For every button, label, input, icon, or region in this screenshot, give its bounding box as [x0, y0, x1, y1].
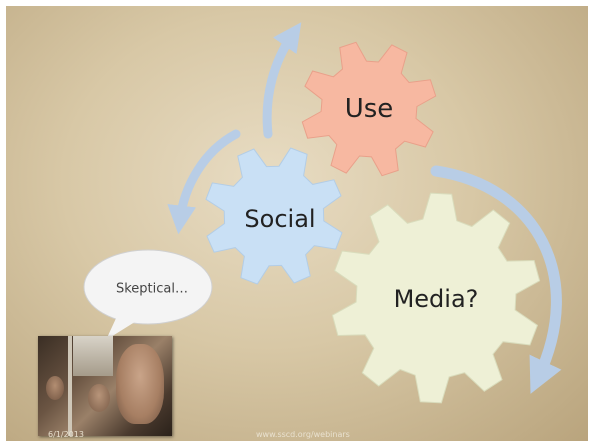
- speech-bubble-text: Skeptical…: [115, 281, 189, 297]
- gear-label-use: Use: [344, 94, 394, 124]
- gear-media: [331, 192, 541, 404]
- speech-bubble: [83, 249, 213, 325]
- diagram-graphics: [83, 22, 562, 404]
- photo-person-right: [116, 344, 164, 424]
- arrow-down-to-bubble: [167, 129, 241, 235]
- group-photo: [38, 336, 172, 436]
- arrow-right-down: [430, 165, 562, 394]
- speech-bubble-tail: [106, 314, 138, 340]
- gear-use: [301, 41, 437, 177]
- gear-label-media: Media?: [393, 285, 479, 313]
- slide: Use Social Media? Skeptical… 6/1/2013 ww…: [6, 6, 588, 441]
- photo-person-left: [46, 376, 64, 400]
- photo-person-middle: [88, 384, 110, 412]
- gear-label-social: Social: [244, 205, 316, 233]
- footer-url: www.sscd.org/webinars: [256, 430, 350, 439]
- photo-pole: [68, 336, 72, 436]
- gear-social: [205, 147, 343, 285]
- footer-date: 6/1/2013: [48, 430, 84, 439]
- photo-background: [73, 336, 113, 376]
- arrow-up-to-use: [262, 22, 302, 139]
